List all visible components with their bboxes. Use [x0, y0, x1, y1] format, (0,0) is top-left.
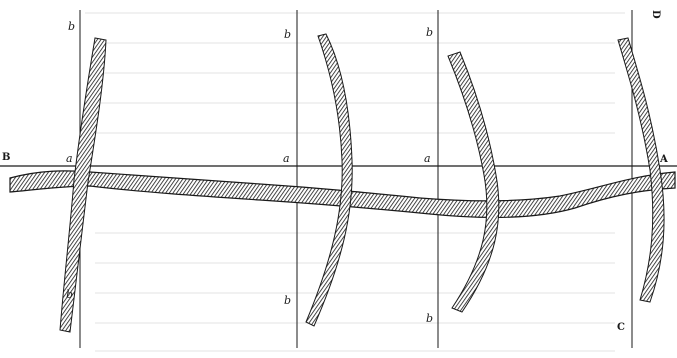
label-D: D: [650, 10, 661, 19]
label-b-top-1: b: [68, 20, 75, 33]
label-b-bottom-3: b: [426, 312, 433, 325]
label-b-top-3: b: [426, 26, 433, 39]
label-C: C: [617, 322, 625, 333]
label-b-top-2: b: [284, 28, 291, 41]
crossing-stroke-1: [59, 37, 107, 333]
label-b-bottom-1: b: [66, 288, 73, 301]
label-A: A: [659, 154, 668, 165]
label-b-bottom-2: b: [284, 294, 291, 307]
label-B: B: [2, 152, 10, 163]
label-a-2: a: [283, 152, 290, 165]
bleed-through-text: [85, 12, 625, 352]
label-a-3: a: [424, 152, 431, 165]
label-a-1: a: [66, 152, 73, 165]
crossing-stroke-3: [447, 51, 500, 313]
crossing-stroke-4: [617, 37, 665, 303]
crossing-stroke-2: [305, 33, 353, 327]
